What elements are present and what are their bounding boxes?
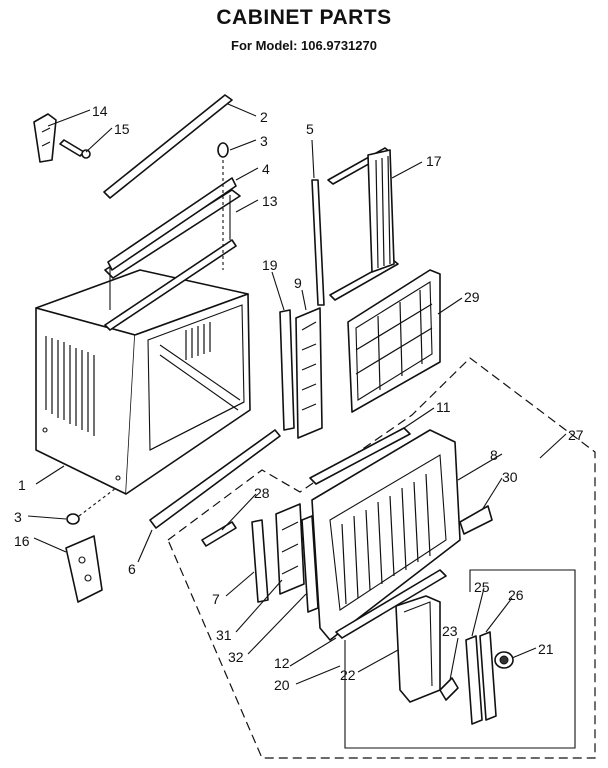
callout-16: 15 [114,121,130,137]
vent-bracket-30 [275,503,305,595]
vertical-side-rail [311,179,325,306]
air-filter [295,307,323,439]
callout-28: 28 [254,485,270,501]
control-housing [395,595,441,703]
bracket-screw [59,139,91,159]
side-curtain-frame [327,147,399,301]
seal-28 [201,521,237,547]
seal-31 [459,505,493,535]
front-grille [347,269,441,413]
callout-3-bottom: 3 [14,509,22,525]
callout-5: 5 [306,121,314,137]
callout-32: 32 [228,649,244,665]
callout-22: 22 [340,667,356,683]
foam-strip-32 [301,515,319,613]
assembly-27-boundary [167,357,596,759]
hardware-packet [65,535,103,603]
foam-seal-strip [279,309,295,431]
control-knob [494,651,514,669]
bottom-trim-13 [335,569,447,639]
callout-15: 14 [92,103,108,119]
support-bar [107,177,237,271]
diagram-title: CABINET PARTS [216,6,392,29]
model-number: For Model: 106.9731270 [231,38,377,53]
callout-25: 25 [474,579,490,595]
callout-labels: 14 15 2 3 4 13 5 17 19 9 29 11 8 27 30 1… [14,103,584,693]
callout-21: 21 [538,641,554,657]
callout-3-top: 3 [260,133,268,149]
seal-strip-7 [251,519,269,603]
callout-20: 20 [274,677,290,693]
callout-23: 23 [442,623,458,639]
callout-1: 1 [18,477,26,493]
callout-4: 4 [262,161,270,177]
leader-lines [27,103,567,685]
callout-31: 30 [502,469,518,485]
top-gasket-strip [103,94,233,199]
bottom-gasket-strip [149,429,281,529]
callout-30: 31 [216,627,232,643]
screw-bottom [66,487,117,525]
callout-27: 27 [568,427,584,443]
control-subassembly-box [344,569,576,749]
screw-top [217,142,229,270]
callout-14: 16 [14,533,30,549]
switch-bracket-25-26 [465,631,497,725]
callout-17: 17 [426,153,442,169]
callout-2: 2 [260,109,268,125]
front-panel-assembly [311,429,461,641]
callout-13: 12 [274,655,290,671]
callout-19: 19 [262,257,278,273]
callout-29: 29 [464,289,480,305]
knob-23 [439,677,459,701]
callout-8: 8 [490,447,498,463]
callout-6: 6 [128,561,136,577]
callout-26: 26 [508,587,524,603]
side-louvers [45,336,95,436]
callout-12: 13 [262,193,278,209]
callout-9: 9 [294,275,302,291]
callout-11: 11 [436,399,451,415]
callout-7: 7 [212,591,220,607]
mounting-bracket [33,113,57,163]
top-front-panel [309,427,411,485]
